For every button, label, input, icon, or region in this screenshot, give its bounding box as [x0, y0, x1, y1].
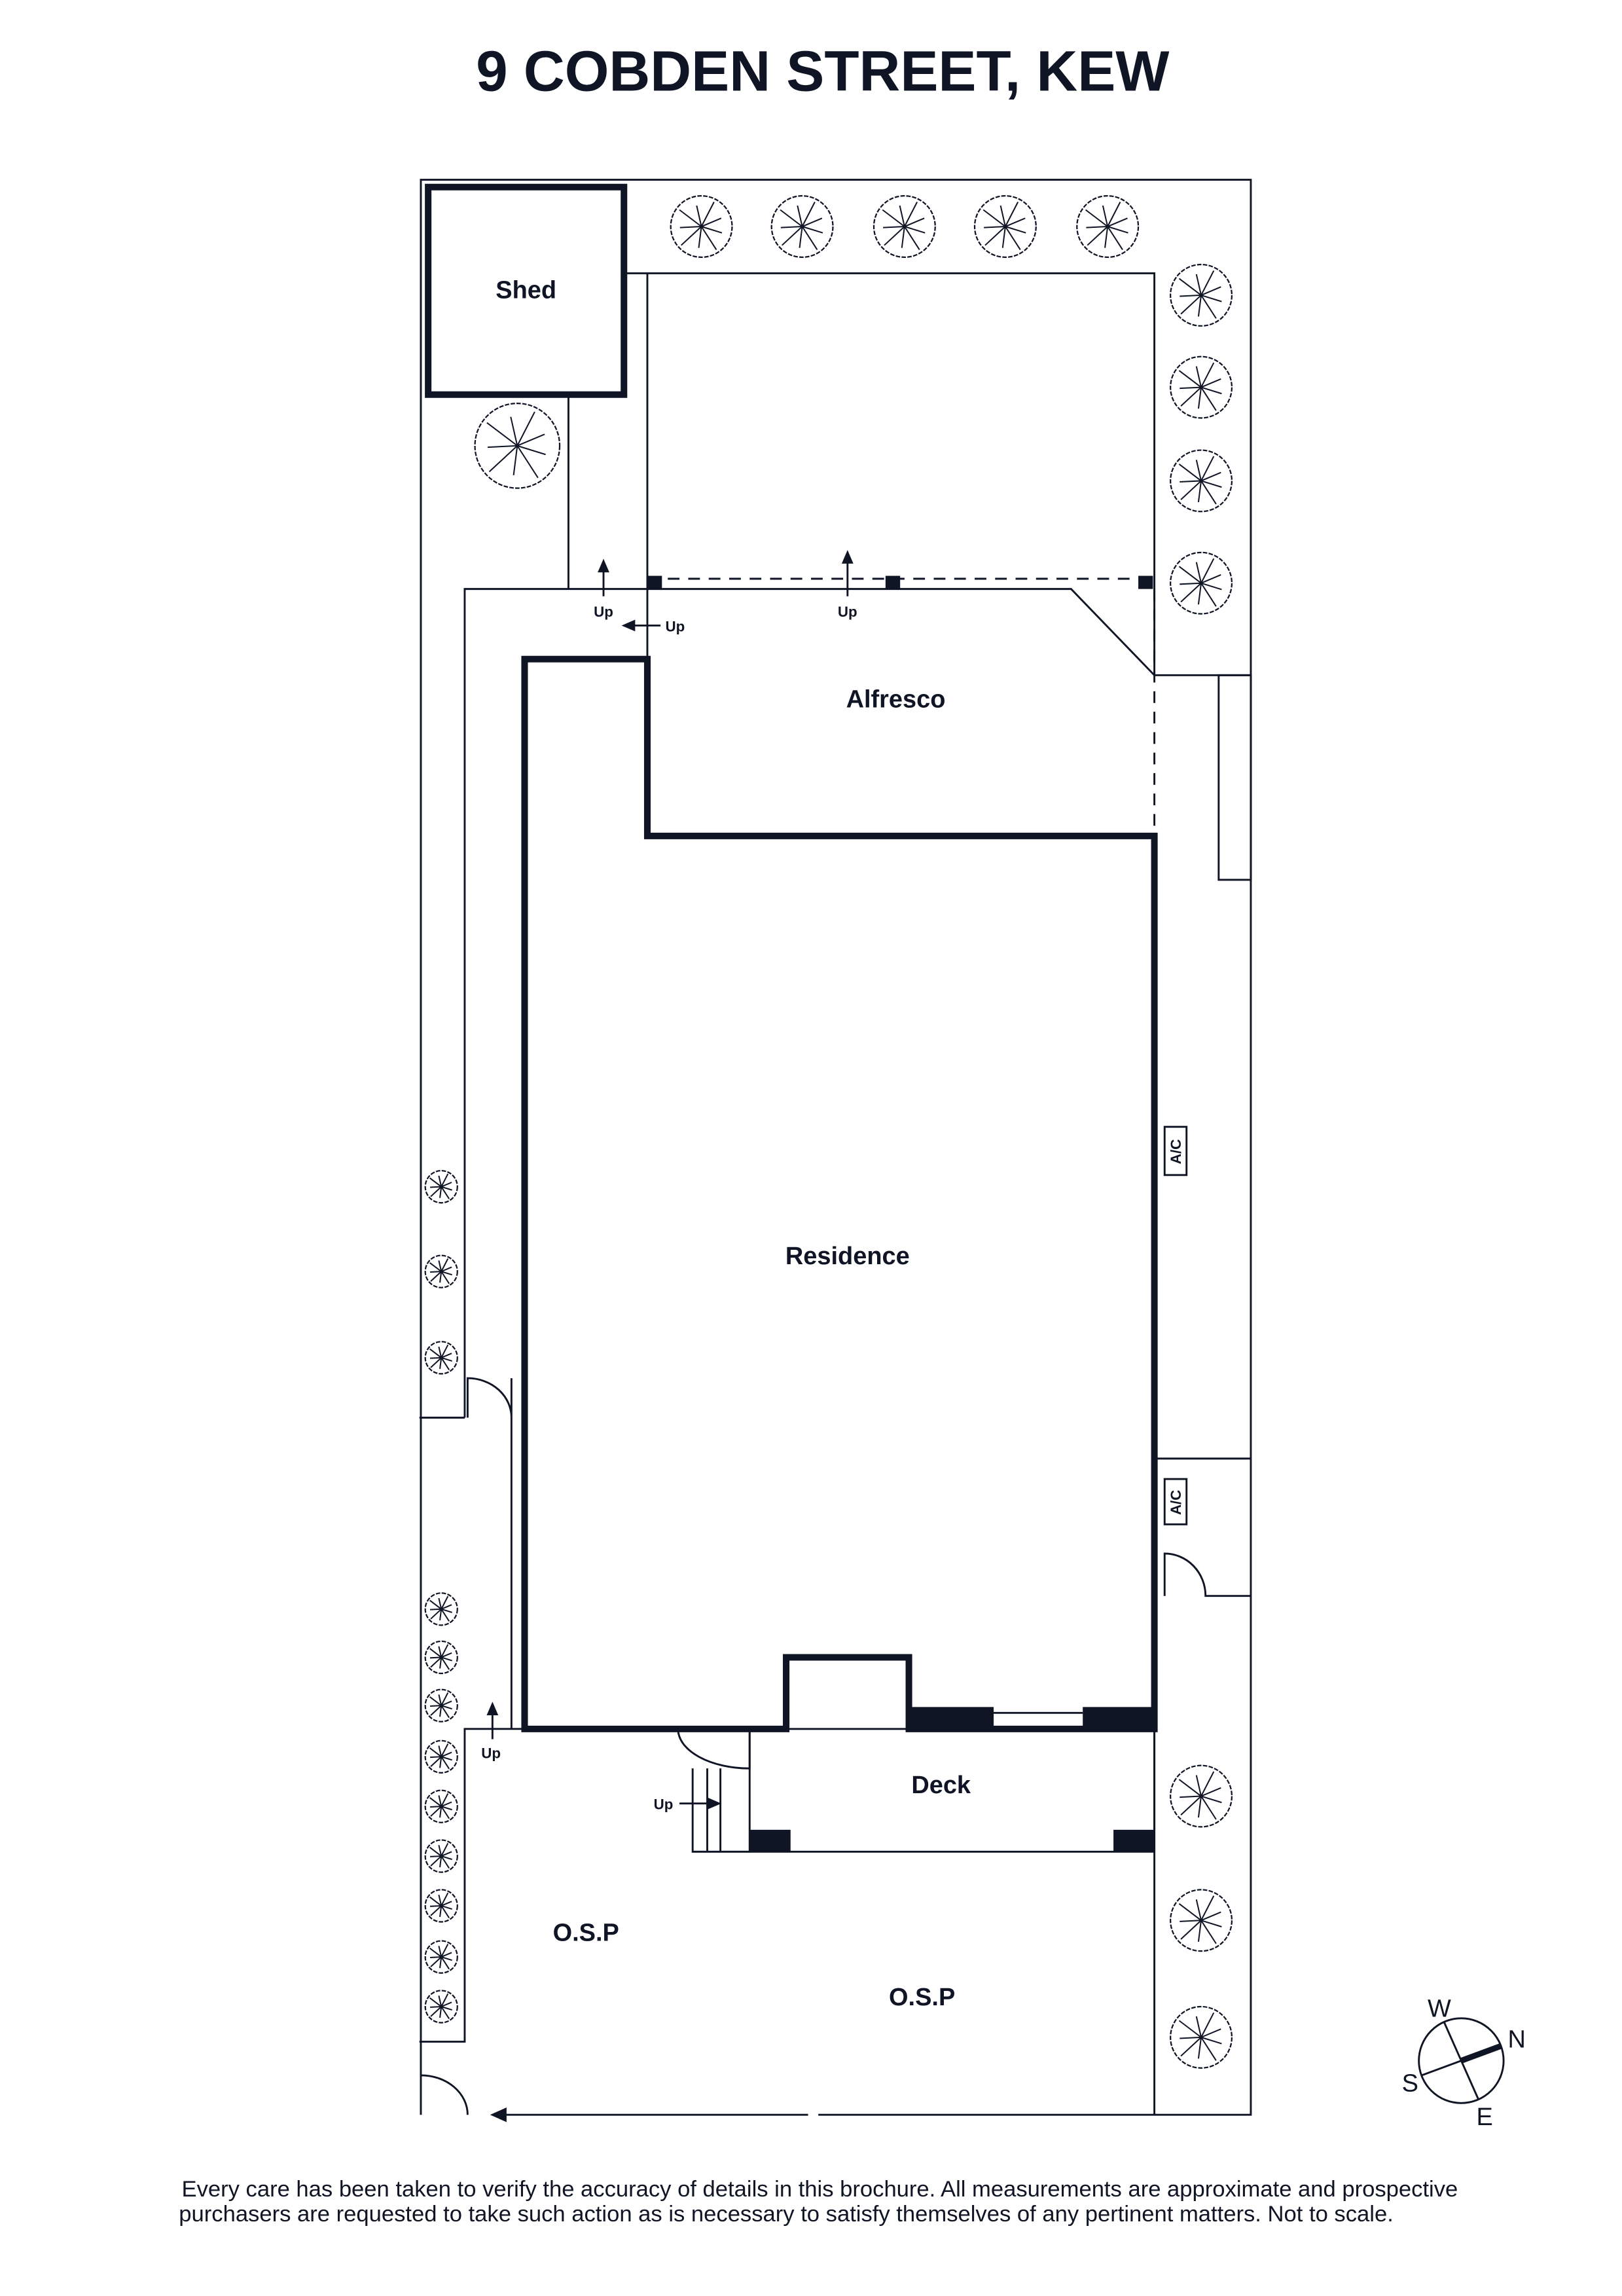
tree-icon — [424, 1740, 458, 1774]
compass: W N S E — [1402, 1995, 1526, 2131]
room-label-shed: Shed — [496, 276, 556, 304]
site-lines — [419, 179, 1252, 2116]
compass-w: W — [1428, 1995, 1451, 2023]
room-label-osp: O.S.P — [889, 1984, 955, 2011]
arrows — [486, 550, 854, 2123]
tree-icon — [973, 195, 1037, 259]
tree-icon — [670, 195, 733, 259]
tree-icon — [1170, 1764, 1233, 1828]
disclaimer-line-1: Every care has been taken to verify the … — [181, 2177, 1458, 2202]
tree-icon — [1170, 551, 1233, 615]
tree-icon — [424, 1839, 458, 1873]
disclaimer-line-2: purchasers are requested to take such ac… — [179, 2202, 1394, 2227]
compass-e: E — [1476, 2104, 1492, 2131]
tree-icon — [873, 195, 936, 259]
room-label-residence: Residence — [785, 1243, 910, 1270]
compass-s: S — [1402, 2069, 1418, 2097]
room-label-osp: O.S.P — [553, 1920, 619, 1947]
tree-icon — [1170, 355, 1233, 419]
up-label: Up — [481, 1745, 501, 1762]
compass-n: N — [1508, 2026, 1526, 2054]
residence-outline — [521, 655, 1158, 1732]
page-title: 9 COBDEN STREET, KEW — [476, 39, 1170, 103]
ac-label: A/C — [1168, 1139, 1184, 1164]
tree-icon — [1076, 195, 1140, 259]
tree-icon — [474, 403, 561, 489]
up-label: Up — [666, 618, 685, 634]
up-label: Up — [838, 604, 857, 620]
tree-icon — [1170, 1889, 1233, 1952]
tree-icon — [424, 1592, 458, 1626]
tree-icon — [424, 1169, 458, 1204]
tree-icon — [424, 1789, 458, 1823]
ac-label: A/C — [1168, 1490, 1184, 1515]
tree-icon — [424, 1640, 458, 1675]
tree-icon — [424, 1940, 458, 1974]
up-label: Up — [654, 1796, 674, 1813]
tree-icon — [424, 1889, 458, 1923]
room-label-alfresco: Alfresco — [846, 685, 946, 713]
tree-icon — [1170, 449, 1233, 513]
room-label-deck: Deck — [911, 1772, 971, 1799]
up-label: Up — [594, 604, 613, 620]
tree-icon — [770, 195, 834, 259]
tree-icon — [424, 1688, 458, 1722]
tree-icon — [1170, 2005, 1233, 2069]
tree-icon — [1170, 263, 1233, 327]
deck-outline — [748, 1728, 1156, 1853]
trees — [424, 195, 1233, 2069]
shed-outline — [425, 183, 628, 398]
tree-icon — [424, 1254, 458, 1288]
tree-icon — [424, 1341, 458, 1375]
tree-icon — [424, 1990, 458, 2024]
